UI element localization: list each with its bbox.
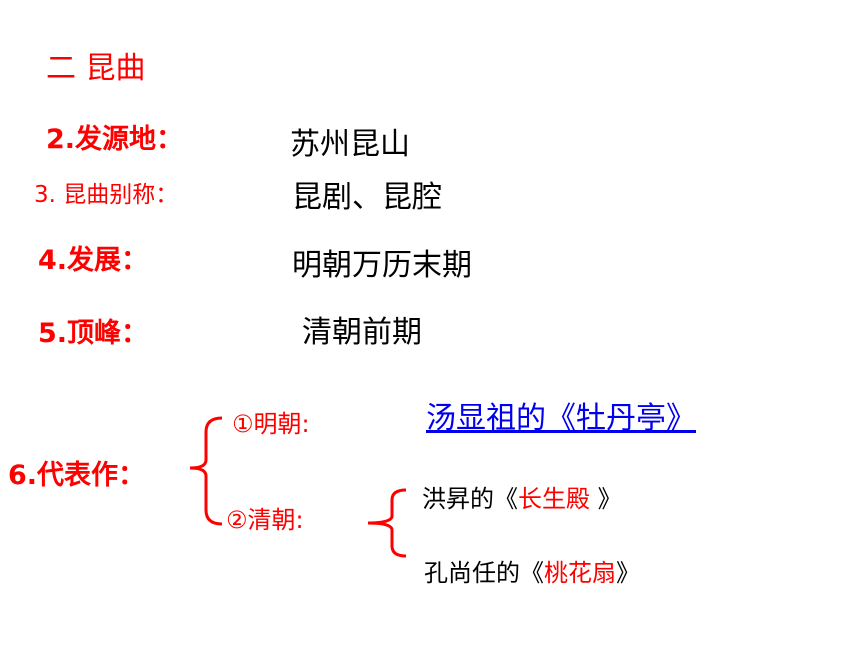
ming-label: ①明朝: [232, 410, 310, 438]
qing-work-1-suffix: 》 [590, 485, 622, 513]
peak-label: 5.顶峰： [38, 318, 149, 349]
qing-brace [367, 488, 407, 558]
section-title: 二 昆曲 [46, 51, 146, 86]
origin-value: 苏州昆山 [290, 127, 410, 162]
qing-work-2: 孔尚任的《桃花扇》 [424, 561, 640, 585]
qing-work-1-title: 长生殿 [518, 485, 590, 513]
qing-label: ②清朝: [226, 506, 304, 534]
qing-work-2-title: 桃花扇 [544, 559, 616, 587]
alias-label: 3. 昆曲别称： [34, 182, 179, 208]
alias-value: 昆剧、昆腔 [292, 180, 442, 215]
works-brace [189, 416, 223, 526]
origin-label: 2.发源地： [46, 124, 184, 155]
qing-work-2-suffix: 》 [616, 559, 640, 587]
peak-value: 清朝前期 [302, 315, 422, 350]
qing-work-2-prefix: 孔尚任的《 [424, 559, 544, 587]
development-label: 4.发展： [38, 245, 149, 276]
qing-work-1-prefix: 洪昇的《 [422, 485, 518, 513]
development-value: 明朝万历末期 [292, 248, 472, 283]
works-label: 6.代表作： [8, 460, 146, 491]
ming-work-link[interactable]: 汤显祖的《牡丹亭》 [426, 401, 696, 436]
qing-work-1: 洪昇的《长生殿 》 [422, 487, 622, 511]
